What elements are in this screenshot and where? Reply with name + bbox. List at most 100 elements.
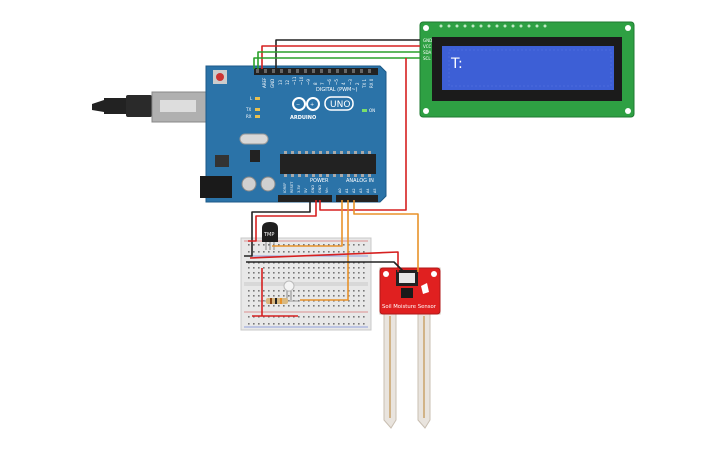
breadboard-hole (318, 272, 320, 274)
breadboard-hole (333, 272, 335, 274)
breadboard-hole (248, 277, 250, 279)
breadboard-hole (253, 300, 255, 302)
breadboard-hole (338, 267, 340, 269)
breadboard-hole (353, 305, 355, 307)
pin-label: IOREF (283, 183, 287, 193)
pin-label: 12 (285, 79, 290, 85)
breadboard-hole (298, 244, 300, 246)
breadboard-hole (358, 305, 360, 307)
breadboard-hole (258, 295, 260, 297)
crystal (239, 133, 269, 145)
breadboard-hole (323, 267, 325, 269)
breadboard-hole (358, 244, 360, 246)
breadboard-hole (268, 244, 270, 246)
pin-label: A0 (338, 188, 342, 193)
breadboard-hole (278, 277, 280, 279)
digital-header (254, 68, 378, 75)
breadboard-hole (298, 290, 300, 292)
breadboard-hole (283, 272, 285, 274)
analog-pin-labels: A0 A1 A2 A3 A4 A5 (338, 188, 377, 193)
pin-label: GND (311, 185, 315, 193)
breadboard-hole (288, 295, 290, 297)
usb-cable (92, 91, 207, 123)
breadboard-hole (248, 290, 250, 292)
breadboard-hole (263, 272, 265, 274)
breadboard-hole (288, 323, 290, 325)
lcd-module[interactable]: T: GND VCC SDA SCL (419, 21, 635, 118)
wire-black (246, 261, 405, 273)
breadboard-hole (353, 295, 355, 297)
breadboard-hole (288, 251, 290, 253)
pin-label: SDA (423, 50, 432, 55)
breadboard-hole (308, 295, 310, 297)
breadboard-hole (353, 316, 355, 318)
breadboard-hole (253, 251, 255, 253)
breadboard-hole (323, 323, 325, 325)
breadboard-hole (333, 305, 335, 307)
breadboard-hole (363, 323, 365, 325)
pin-label: A5 (373, 188, 377, 193)
breadboard-hole (263, 323, 265, 325)
breadboard-hole (343, 244, 345, 246)
lcd-display-text: T: (450, 56, 463, 72)
led-label: TX (245, 107, 251, 112)
aref-label: AREF (262, 77, 267, 88)
breadboard-hole (358, 323, 360, 325)
breadboard-hole (333, 290, 335, 292)
breadboard-hole (363, 300, 365, 302)
breadboard-hole (358, 267, 360, 269)
breadboard-hole (358, 277, 360, 279)
breadboard-hole (353, 300, 355, 302)
breadboard-hole (318, 290, 320, 292)
breadboard-hole (338, 277, 340, 279)
breadboard-hole (298, 305, 300, 307)
breadboard-hole (293, 277, 295, 279)
breadboard-hole (358, 290, 360, 292)
breadboard-hole (333, 316, 335, 318)
led[interactable] (283, 280, 295, 300)
pin-label: A2 (352, 188, 356, 193)
resistor[interactable] (258, 298, 298, 304)
breadboard-hole (273, 290, 275, 292)
breadboard-hole (273, 251, 275, 253)
breadboard-hole (353, 251, 355, 253)
breadboard-hole (263, 251, 265, 253)
pin-label: ~6 (327, 79, 332, 85)
breadboard-hole (283, 244, 285, 246)
breadboard-hole (253, 267, 255, 269)
pin-label: ~5 (334, 79, 339, 85)
breadboard-hole (258, 305, 260, 307)
breadboard-hole (308, 244, 310, 246)
breadboard-hole (298, 277, 300, 279)
gnd-label: GND (270, 79, 275, 88)
breadboard-hole (253, 290, 255, 292)
breadboard-hole (343, 290, 345, 292)
wire-orange (272, 200, 343, 247)
brand-label: ARDUINO (290, 115, 316, 121)
breadboard-hole (358, 295, 360, 297)
breadboard-hole (313, 305, 315, 307)
arduino-board[interactable]: AREF GND 13 12 ~11 ~10 ~9 8 7 ~6 ~5 4 ~3… (200, 65, 387, 203)
breadboard-hole (253, 295, 255, 297)
breadboard-hole (263, 305, 265, 307)
pin-label: ~3 (348, 79, 353, 85)
breadboard-hole (308, 323, 310, 325)
breadboard-hole (328, 295, 330, 297)
breadboard-hole (278, 272, 280, 274)
breadboard-hole (248, 251, 250, 253)
status-leds: L TX RX ON (245, 96, 375, 119)
breadboard-hole (353, 290, 355, 292)
breadboard-hole (268, 267, 270, 269)
breadboard-hole (363, 305, 365, 307)
soil-moisture-sensor[interactable]: Soil Moisture Sensor (379, 267, 441, 429)
wire-orange (300, 200, 349, 301)
breadboard-hole (328, 277, 330, 279)
pin-label: 13 (278, 79, 283, 85)
breadboard-hole (278, 267, 280, 269)
breadboard-hole (278, 295, 280, 297)
breadboard-hole (303, 244, 305, 246)
breadboard-hole (338, 305, 340, 307)
breadboard-hole (318, 305, 320, 307)
breadboard-hole (348, 316, 350, 318)
breadboard-hole (248, 300, 250, 302)
